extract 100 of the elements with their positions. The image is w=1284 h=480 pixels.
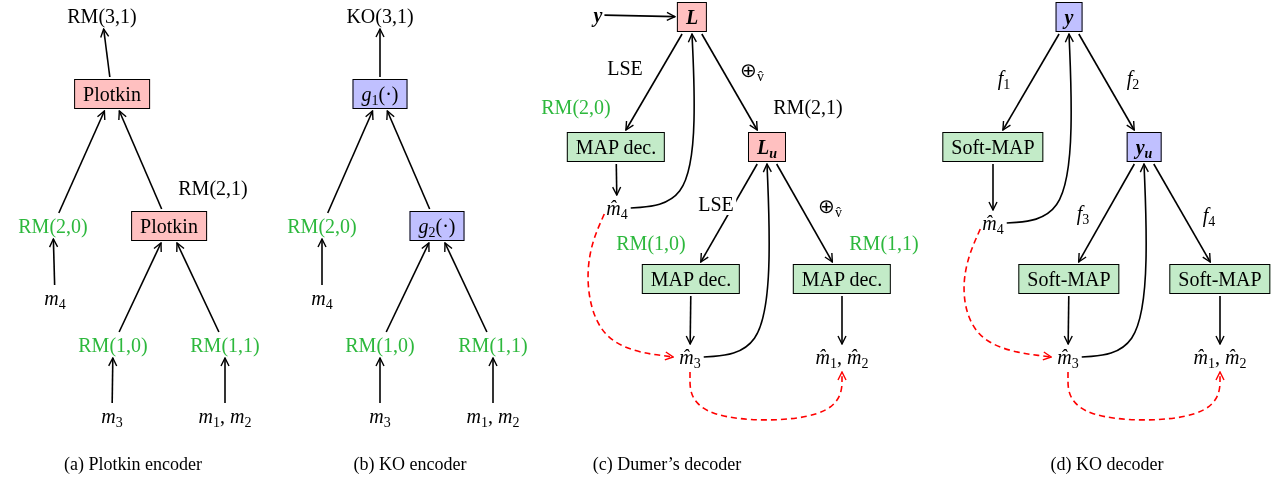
edge-label: f$_{3}$ bbox=[1074, 202, 1092, 224]
process-box bbox=[676, 2, 708, 32]
math-label: RM(1,0) bbox=[78, 334, 148, 356]
caption: (d) KO decoder bbox=[1050, 455, 1164, 475]
arrow bbox=[963, 228, 1053, 361]
arrow bbox=[1077, 163, 1136, 263]
box-label: y$_{u}$ bbox=[1135, 136, 1153, 158]
process-box bbox=[74, 79, 150, 109]
box-label: Soft-MAP bbox=[1027, 268, 1111, 290]
box-label: MAP dec. bbox=[650, 268, 732, 290]
math-label: m$_{1}$, m$_{2}$ bbox=[466, 405, 520, 427]
arrow bbox=[48, 238, 59, 286]
arrow bbox=[317, 238, 327, 286]
arrow bbox=[700, 163, 758, 263]
arrow bbox=[100, 28, 111, 78]
math-label: m$_{1}$, m$_{2}$ bbox=[198, 405, 252, 427]
math-label: RM(3,1) bbox=[67, 5, 137, 27]
box-label: MAP dec. bbox=[801, 268, 883, 290]
caption: (b) KO encoder bbox=[353, 455, 467, 475]
arrow bbox=[176, 242, 220, 333]
process-box bbox=[1169, 264, 1271, 294]
process-box bbox=[748, 132, 786, 162]
arrow bbox=[1005, 33, 1075, 224]
arrow bbox=[220, 357, 230, 404]
arrow bbox=[837, 295, 847, 345]
process-box bbox=[1055, 2, 1083, 32]
math-label: RM(1,0) bbox=[345, 334, 415, 356]
arrow bbox=[58, 110, 106, 214]
arrow bbox=[701, 33, 758, 131]
process-box bbox=[566, 132, 666, 162]
edge-label: f$_{4}$ bbox=[1200, 204, 1218, 226]
process-box bbox=[131, 211, 207, 241]
arrow bbox=[108, 357, 118, 404]
math-label: m$_{4}$ bbox=[311, 287, 333, 309]
process-box bbox=[409, 211, 465, 241]
code-label: RM(2,1) bbox=[178, 177, 248, 199]
caption: (a) Plotkin encoder bbox=[64, 455, 202, 475]
process-box bbox=[352, 79, 408, 109]
box-label: g$_{2}$(·) bbox=[418, 215, 456, 237]
process-box bbox=[641, 264, 741, 294]
box-label: g$_{1}$(·) bbox=[361, 83, 399, 105]
arrow bbox=[1215, 295, 1225, 345]
arrow bbox=[1063, 295, 1073, 345]
arrow bbox=[1153, 163, 1211, 263]
math-label: m̂$_{1}$, m̂$_{2}$ bbox=[1193, 346, 1247, 368]
arrow bbox=[1002, 33, 1060, 131]
process-box bbox=[1126, 132, 1162, 162]
arrow bbox=[702, 163, 773, 358]
math-label: m$_{3}$ bbox=[101, 405, 123, 427]
math-label: RM(2,0) bbox=[18, 215, 88, 237]
code-label: RM(1,0) bbox=[616, 232, 686, 254]
box-label: L$_{u}$ bbox=[757, 136, 777, 158]
arrow bbox=[689, 371, 847, 421]
math-label: m̂$_{4}$ bbox=[606, 197, 628, 219]
caption: (c) Dumer’s decoder bbox=[592, 455, 742, 475]
edge-label: f$_{2}$ bbox=[1124, 67, 1142, 89]
math-label: RM(1,1) bbox=[458, 334, 528, 356]
edge-label: f$_{1}$ bbox=[995, 67, 1013, 89]
arrow bbox=[386, 110, 431, 210]
math-label: y bbox=[593, 4, 603, 26]
process-box bbox=[1018, 264, 1120, 294]
box-label: MAP dec. bbox=[575, 136, 657, 158]
arrow bbox=[375, 28, 385, 78]
arrow bbox=[1080, 163, 1150, 358]
math-label: m̂$_{3}$ bbox=[1057, 346, 1079, 368]
process-box bbox=[792, 264, 892, 294]
box-label: Plotkin bbox=[140, 215, 198, 237]
arrow bbox=[488, 357, 498, 404]
arrow bbox=[1078, 33, 1135, 131]
code-label: RM(2,0) bbox=[541, 96, 611, 118]
box-label: Soft-MAP bbox=[951, 136, 1035, 158]
math-label: RM(1,1) bbox=[190, 334, 260, 356]
arrow bbox=[611, 163, 622, 196]
arrow bbox=[118, 242, 162, 333]
code-label: RM(2,1) bbox=[773, 96, 843, 118]
math-label: m̂$_{1}$, m̂$_{2}$ bbox=[815, 346, 869, 368]
arrow bbox=[587, 213, 675, 361]
arrow bbox=[603, 11, 676, 22]
math-label: RM(2,0) bbox=[287, 215, 357, 237]
arrow bbox=[385, 242, 430, 333]
arrow bbox=[775, 163, 834, 263]
code-label: RM(1,1) bbox=[849, 232, 919, 254]
math-label: m$_{3}$ bbox=[369, 405, 391, 427]
math-label: m̂$_{4}$ bbox=[982, 212, 1004, 234]
box-label: L bbox=[685, 6, 699, 28]
arrow bbox=[625, 33, 683, 131]
arrow bbox=[685, 295, 695, 345]
arrow bbox=[444, 242, 488, 333]
arrow bbox=[629, 33, 698, 209]
box-label: Plotkin bbox=[83, 83, 141, 105]
arrow bbox=[1067, 371, 1225, 421]
box-label: y bbox=[1064, 6, 1074, 28]
process-box bbox=[942, 132, 1044, 162]
arrow bbox=[326, 110, 374, 214]
math-label: m$_{4}$ bbox=[44, 287, 66, 309]
math-label: KO(3,1) bbox=[346, 5, 414, 27]
arrow bbox=[375, 357, 385, 404]
math-label: m̂$_{3}$ bbox=[679, 346, 701, 368]
arrow bbox=[118, 110, 163, 210]
box-label: Soft-MAP bbox=[1178, 268, 1262, 290]
